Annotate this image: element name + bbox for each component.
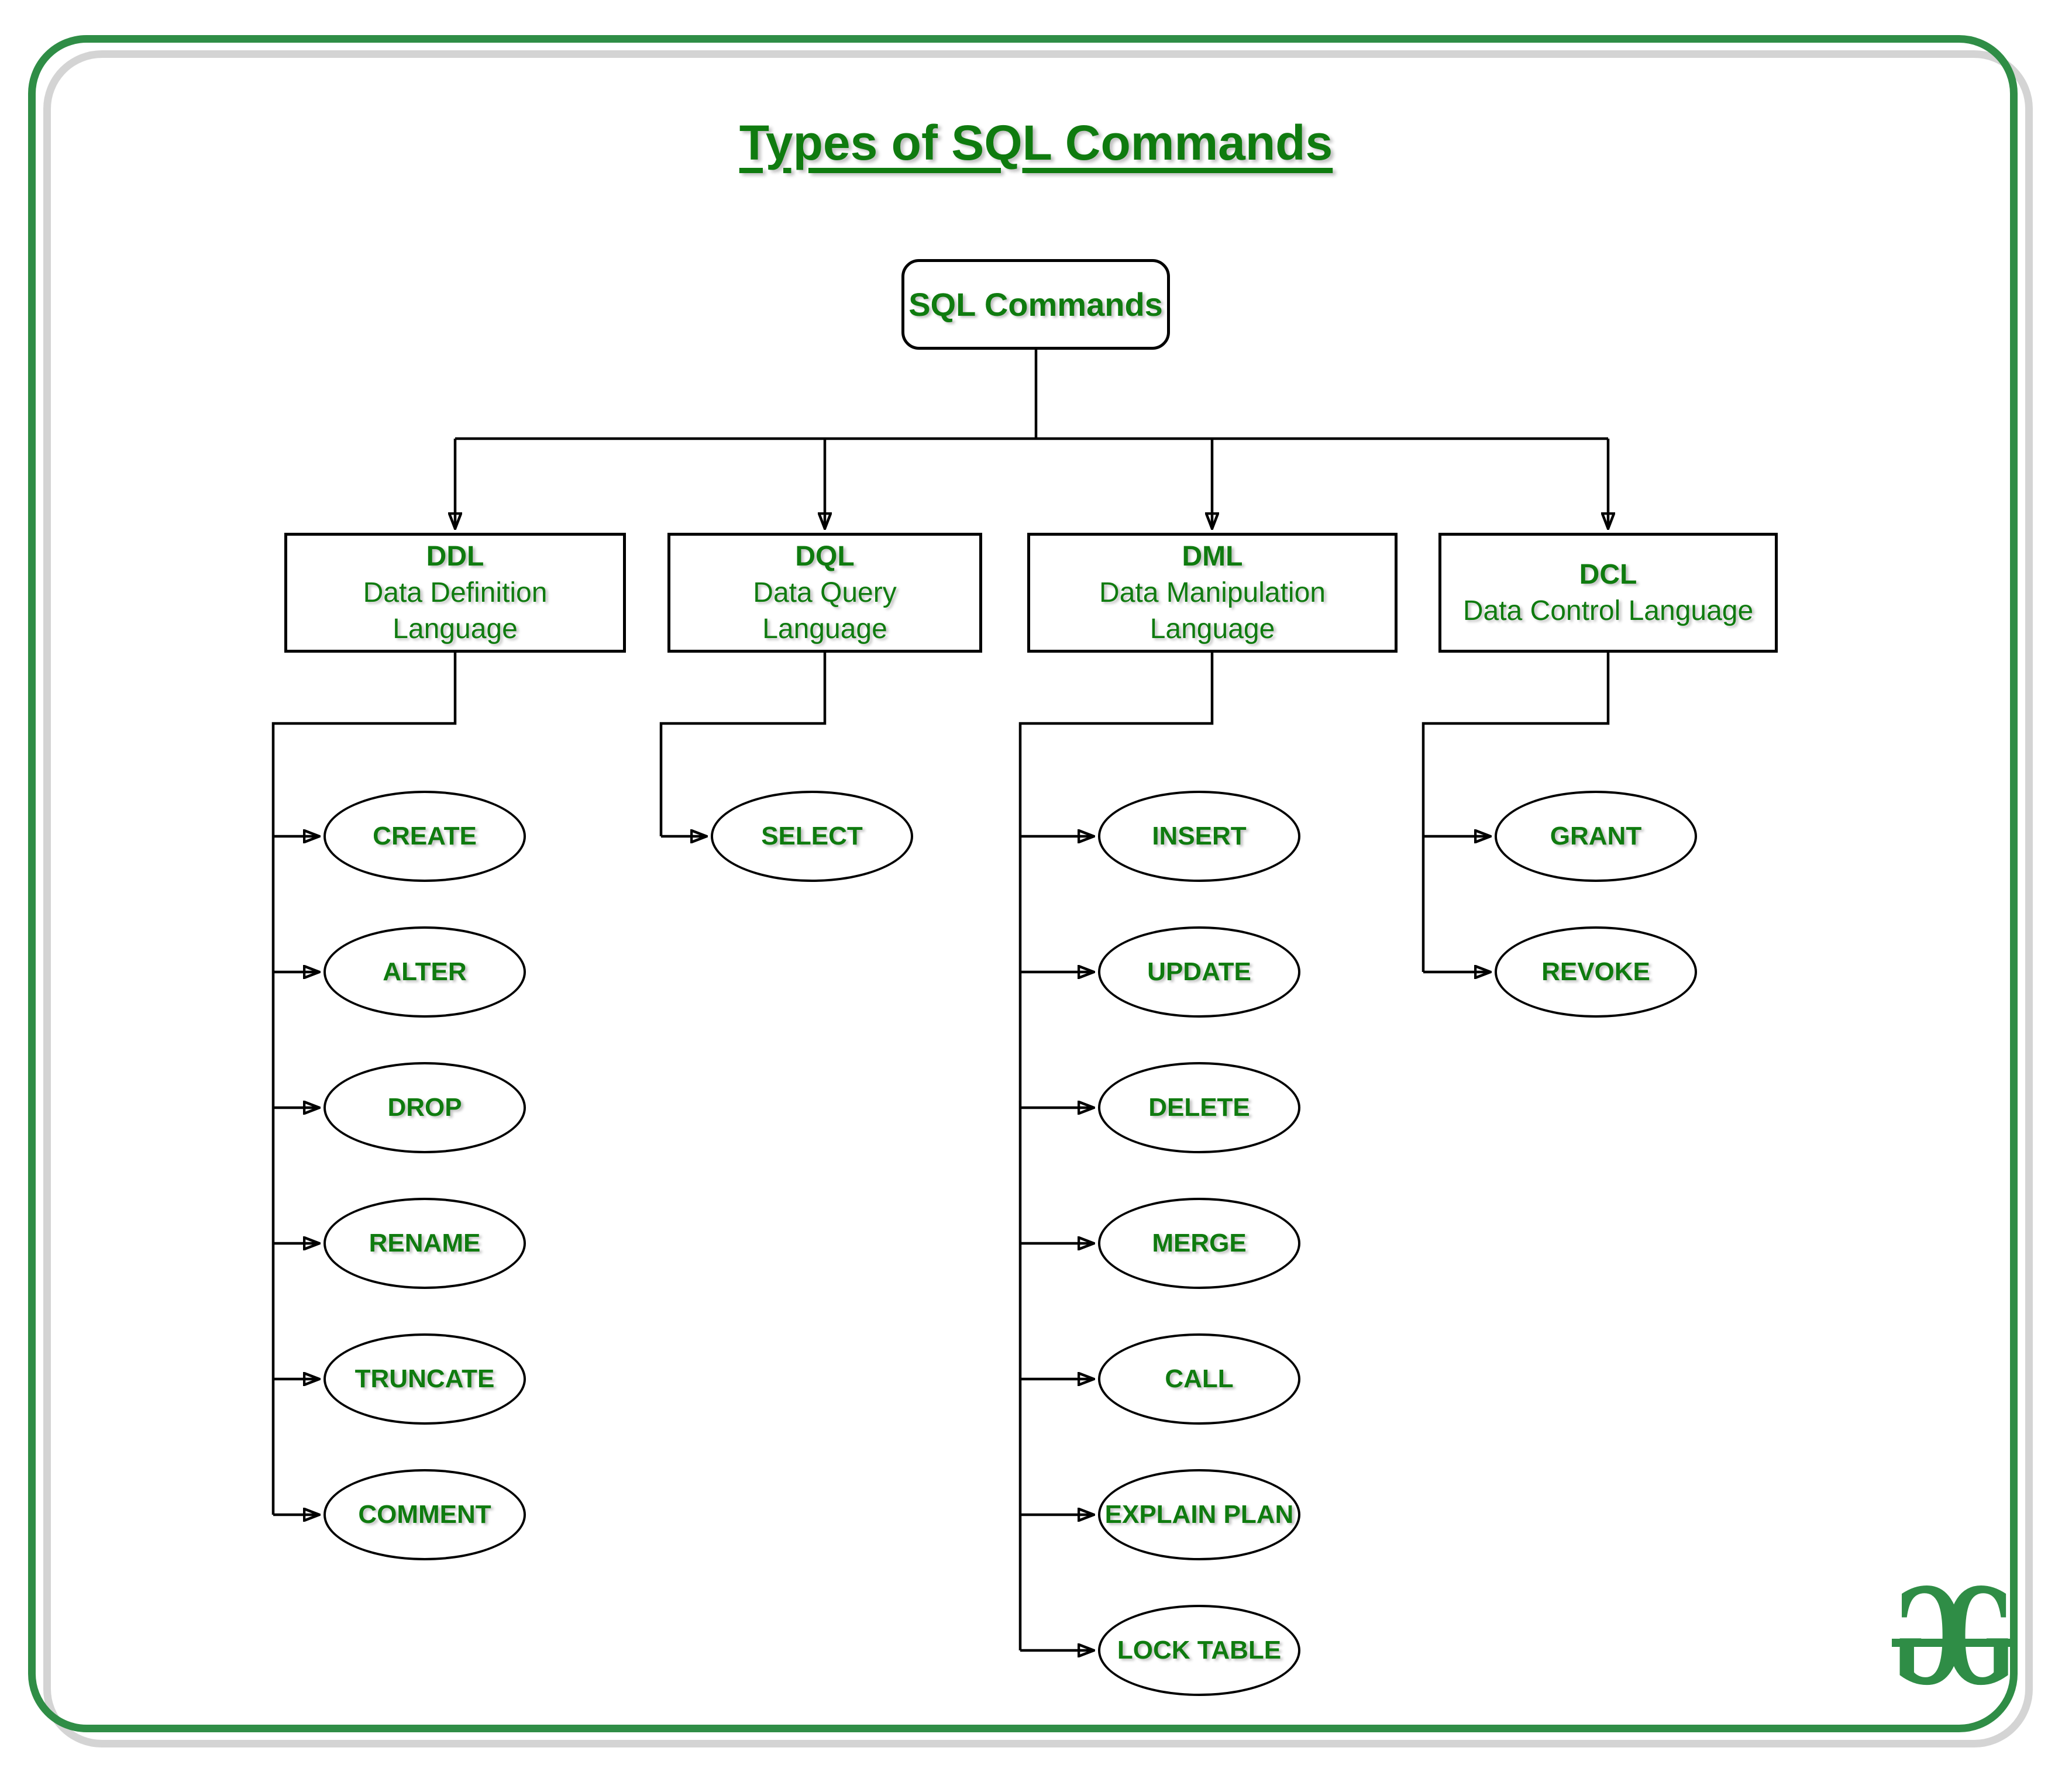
command-label: UPDATE — [1147, 957, 1251, 986]
category-name-line: Language — [393, 613, 518, 644]
command-label: MERGE — [1152, 1229, 1247, 1257]
command-ellipse-insert: INSERT — [1098, 791, 1300, 882]
command-ellipse-grant: GRANT — [1495, 791, 1697, 882]
command-ellipse-lock-table: LOCK TABLE — [1098, 1605, 1300, 1696]
frame-border — [28, 35, 2018, 1732]
command-ellipse-create: CREATE — [323, 791, 526, 882]
root-node-label: SQL Commands — [908, 286, 1163, 323]
logo-crossbar — [1891, 1639, 2016, 1647]
category-name-line: Data Query — [753, 577, 897, 608]
command-ellipse-call: CALL — [1098, 1333, 1300, 1425]
command-label: REVOKE — [1541, 957, 1650, 986]
command-label: CREATE — [373, 822, 477, 850]
page-title: Types of SQL Commands — [739, 115, 1333, 170]
command-label: GRANT — [1550, 822, 1642, 850]
category-box-dql: DQL Data Query Language — [667, 533, 982, 653]
category-acronym: DML — [1182, 540, 1243, 572]
command-label: DROP — [387, 1093, 462, 1122]
category-box-ddl: DDL Data Definition Language — [284, 533, 626, 653]
category-acronym: DCL — [1579, 559, 1637, 590]
category-name-line: Data Definition — [363, 577, 548, 608]
command-ellipse-explain-plan: EXPLAIN PLAN — [1098, 1469, 1300, 1560]
command-ellipse-select: SELECT — [711, 791, 913, 882]
command-ellipse-rename: RENAME — [323, 1198, 526, 1289]
category-name-line: Data Control Language — [1462, 595, 1754, 626]
command-ellipse-comment: COMMENT — [323, 1469, 526, 1560]
category-name-line: Language — [762, 613, 887, 644]
command-label: ALTER — [383, 957, 467, 986]
command-label: EXPLAIN PLAN — [1104, 1500, 1294, 1529]
category-box-dcl: DCL Data Control Language — [1438, 533, 1778, 653]
command-label: SELECT — [761, 822, 863, 850]
command-label: LOCK TABLE — [1117, 1636, 1282, 1664]
command-ellipse-truncate: TRUNCATE — [323, 1333, 526, 1425]
root-node-sql-commands: SQL Commands — [901, 259, 1170, 350]
command-label: COMMENT — [358, 1500, 491, 1529]
category-name-line: Data Manipulation — [1099, 577, 1326, 608]
category-box-dml: DML Data Manipulation Language — [1027, 533, 1398, 653]
command-ellipse-merge: MERGE — [1098, 1198, 1300, 1289]
category-acronym: DQL — [795, 540, 855, 572]
category-acronym: DDL — [426, 540, 484, 572]
command-label: CALL — [1165, 1364, 1234, 1393]
frame-shadow — [43, 50, 2033, 1747]
command-ellipse-delete: DELETE — [1098, 1062, 1300, 1153]
geeksforgeeks-logo-icon: G G — [1872, 1560, 2036, 1715]
command-label: INSERT — [1152, 822, 1247, 850]
category-name-line: Language — [1149, 613, 1275, 644]
command-label: TRUNCATE — [354, 1364, 495, 1393]
command-label: DELETE — [1148, 1093, 1250, 1122]
command-ellipse-drop: DROP — [323, 1062, 526, 1153]
command-ellipse-update: UPDATE — [1098, 926, 1300, 1018]
command-ellipse-revoke: REVOKE — [1495, 926, 1697, 1018]
command-label: RENAME — [369, 1229, 481, 1257]
command-ellipse-alter: ALTER — [323, 926, 526, 1018]
logo-letter-g: G — [1944, 1560, 2015, 1715]
